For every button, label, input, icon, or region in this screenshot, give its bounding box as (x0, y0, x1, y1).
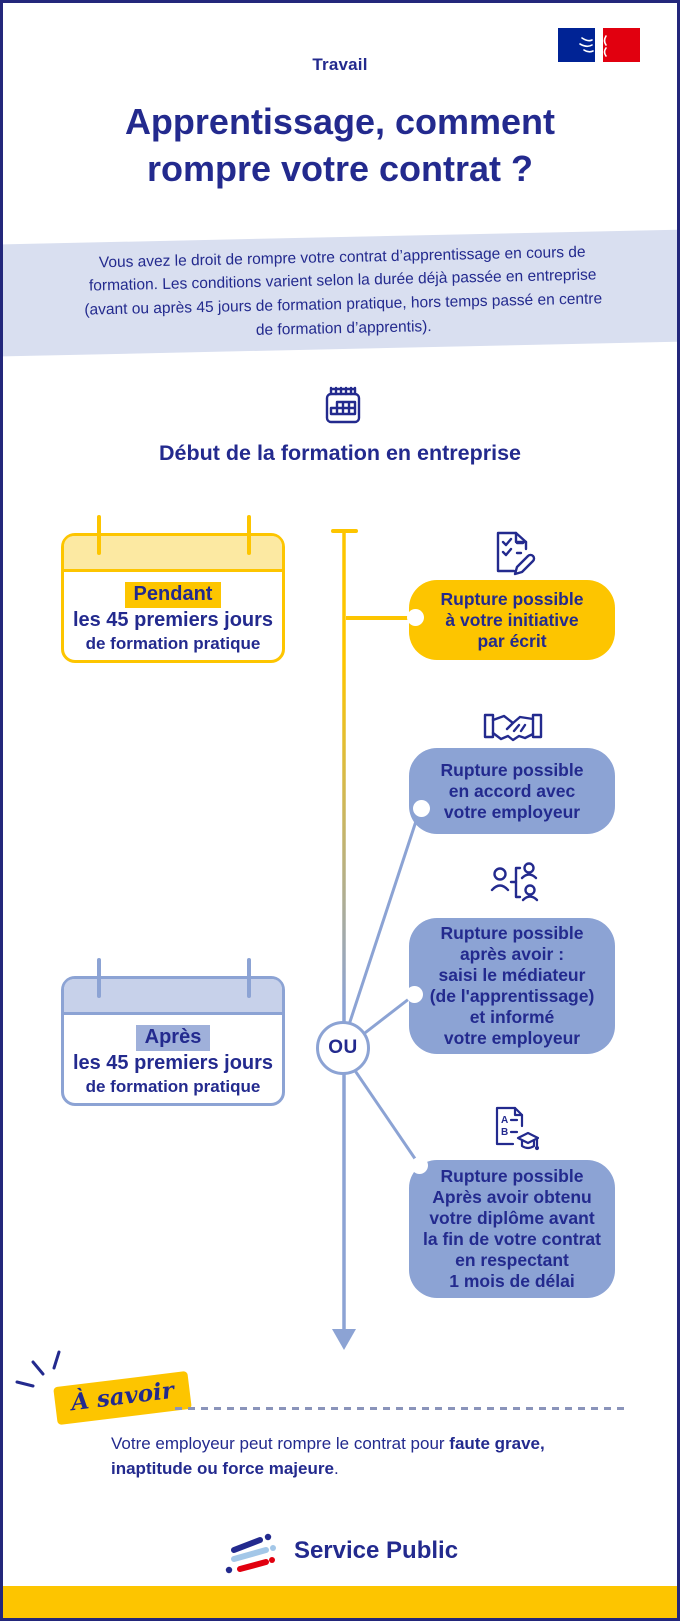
outcome-bubble-initiative: Rupture possible à votre initiative par … (409, 580, 615, 660)
dot-layer-4 (409, 1157, 615, 1298)
svg-text:B: B (501, 1127, 508, 1138)
note-text: Votre employeur peut rompre le contrat p… (111, 1432, 601, 1481)
calendar-ring (97, 515, 101, 555)
connector-dot (411, 1157, 428, 1174)
dashed-divider (175, 1407, 625, 1410)
outcome-bubble-diplome: Rupture possible Après avoir obtenu votr… (409, 1160, 615, 1298)
outcome-bubble-mediateur: Rupture possible après avoir : saisi le … (409, 918, 615, 1054)
period-card-apres: Après les 45 premiers jours de formation… (61, 958, 285, 1106)
page-title: Apprentissage, comment rompre votre cont… (124, 101, 556, 189)
outcome-bubble-accord: Rupture possible en accord avec votre em… (409, 748, 615, 834)
service-public-logo: Service Public (3, 1526, 677, 1576)
dot-layer-1 (407, 580, 615, 660)
section-heading: Début de la formation en entreprise (159, 441, 521, 465)
period-line1: les 45 premiers jours (72, 609, 274, 631)
emphasis-rays-icon (15, 1350, 61, 1388)
french-republic-flag-logo (558, 28, 640, 62)
footer-yellow-band (3, 1586, 677, 1618)
calendar-ring (247, 515, 251, 555)
calendar-icon (325, 386, 361, 424)
period-line2: de formation pratique (85, 634, 261, 653)
mediator-people-icon (490, 862, 539, 902)
note-text-prefix: Votre employeur peut rompre le contrat p… (111, 1434, 450, 1453)
intro-text: Vous avez le droit de rompre votre contr… (84, 243, 603, 339)
calendar-ring (97, 958, 101, 998)
period-card-pendant: Pendant les 45 premiers jours de formati… (61, 515, 285, 663)
connector-dot (407, 609, 424, 626)
calendar-ring (247, 958, 251, 998)
intro-band: Vous avez le droit de rompre votre contr… (3, 229, 677, 357)
ministry-label: Travail (312, 55, 368, 74)
connector-dot (406, 986, 423, 1003)
service-public-wordmark: Service Public (293, 1537, 459, 1564)
handshake-icon (483, 713, 543, 742)
period-line2: de formation pratique (85, 1077, 261, 1096)
document-check-pencil-icon (496, 531, 536, 576)
dot-layer-2 (409, 748, 615, 834)
dot-layer-3 (406, 918, 615, 1054)
or-connector: OU (316, 1021, 370, 1075)
diploma-grades-icon: A B (495, 1106, 539, 1151)
note-text-bold: faute grave, inaptitude ou force majeure (111, 1434, 545, 1478)
period-highlight: Pendant (124, 582, 222, 608)
note-text-suffix: . (333, 1458, 339, 1478)
connector-dot (413, 800, 430, 817)
timeline-arrowhead (332, 1329, 356, 1350)
service-public-mark-icon (225, 1533, 276, 1574)
a-savoir-badge: À savoir (53, 1370, 193, 1426)
svg-text:A: A (501, 1115, 508, 1126)
period-highlight: Après (135, 1025, 211, 1051)
period-line1: les 45 premiers jours (72, 1052, 274, 1074)
